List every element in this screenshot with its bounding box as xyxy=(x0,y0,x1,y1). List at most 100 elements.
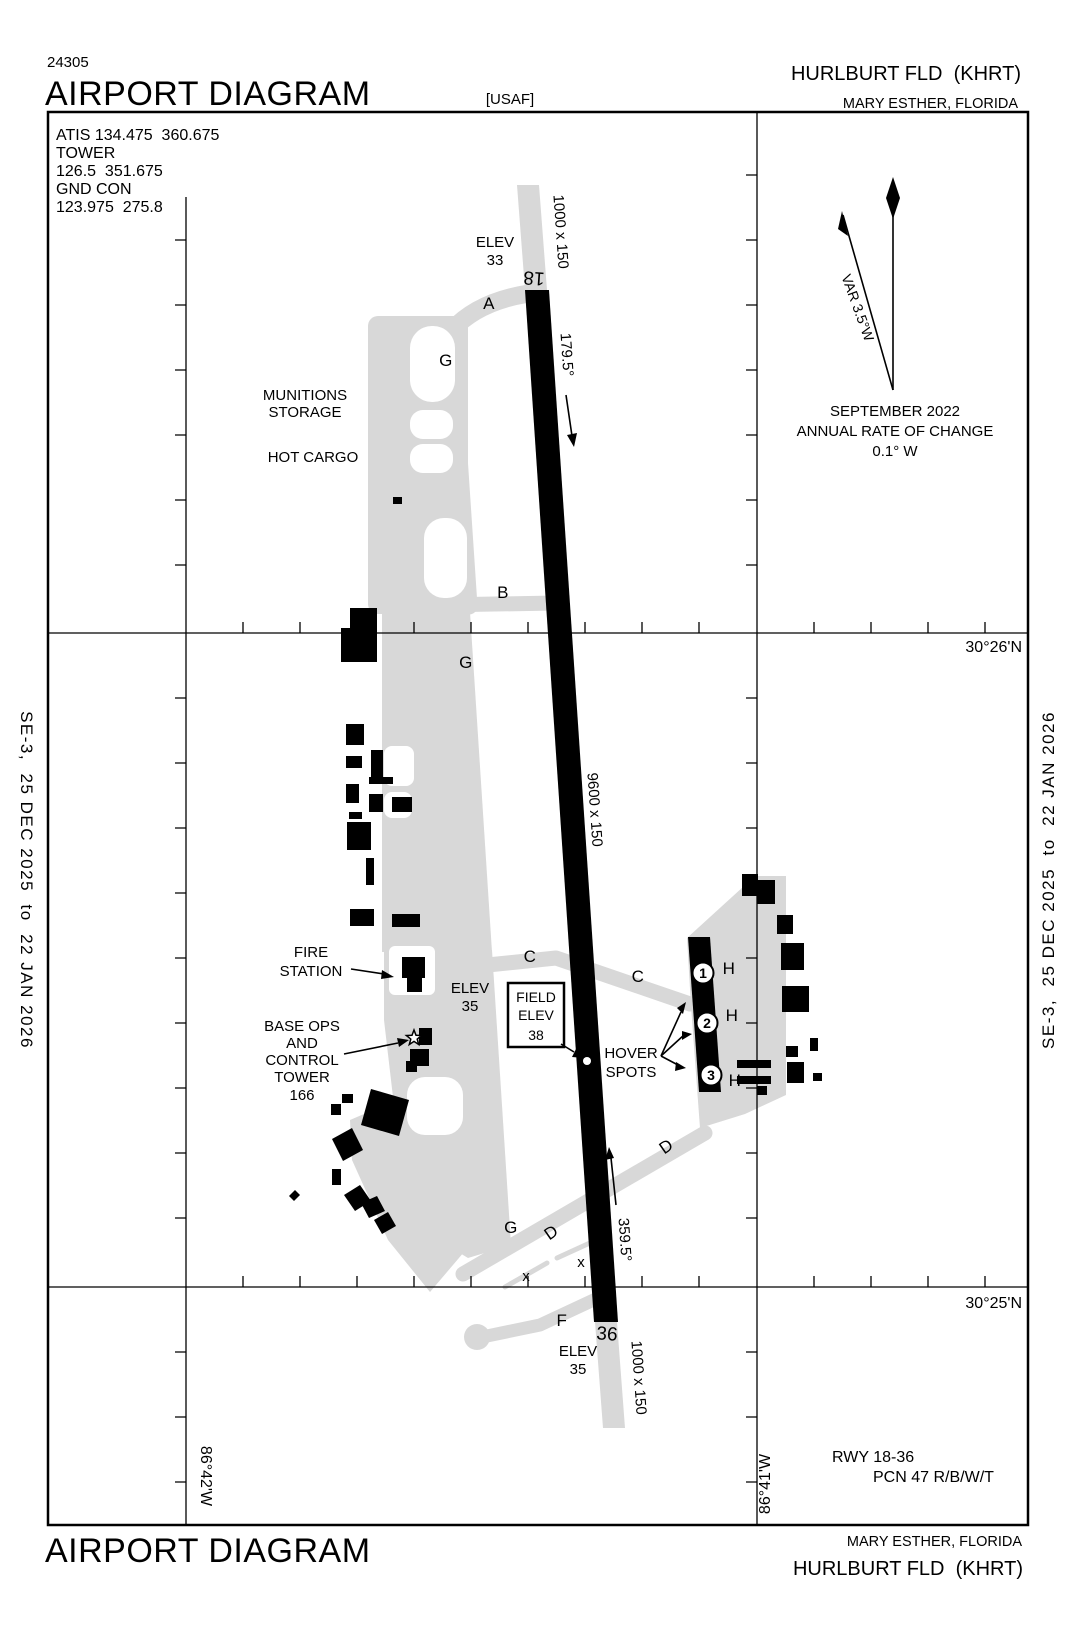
runway-end-18: 18 xyxy=(523,266,546,288)
munitions-label-line1: MUNITIONS xyxy=(263,387,347,404)
meridian-ticks-right xyxy=(746,174,757,1483)
hover-arrowhead-1 xyxy=(677,1002,686,1014)
taxiway-g-label-2: G xyxy=(459,653,473,672)
page-title-top: AIRPORT DIAGRAM xyxy=(45,75,371,113)
taxiway-g-label-3: G xyxy=(504,1218,518,1237)
hover-spot-2-circle xyxy=(695,1011,719,1035)
mid-apron-notch-1 xyxy=(384,746,414,786)
munitions-loop-3 xyxy=(410,444,453,473)
variation-label: VAR 3.5°W xyxy=(838,272,877,344)
elev-36-value: 35 xyxy=(570,1361,587,1378)
munitions-loop-2 xyxy=(410,410,453,439)
hover-spot-2-number: 2 xyxy=(703,1015,711,1031)
tower-label: TOWER xyxy=(56,145,115,162)
hover-arrow-1 xyxy=(660,1011,682,1057)
taxiway-c-label-1: C xyxy=(524,947,537,966)
munitions-loop-4 xyxy=(424,518,467,598)
airport-city-top: MARY ESTHER, FLORIDA xyxy=(843,96,1018,112)
airport-name-top: HURLBURT FLD (KHRT) xyxy=(791,63,1021,85)
overrun-north-size: 1000 x 150 xyxy=(549,194,571,269)
taxiway-b-path xyxy=(374,595,564,614)
hover-spots-line2: SPOTS xyxy=(606,1064,657,1081)
taxiway-a-path xyxy=(443,285,535,339)
heading-18-arrow xyxy=(565,394,573,437)
hover-spot-3-number: 3 xyxy=(707,1067,715,1083)
fire-station-arrow xyxy=(350,968,385,975)
baseops-line1: BASE OPS xyxy=(264,1018,340,1035)
hover-arrowhead-2 xyxy=(682,1031,692,1040)
magnetic-north-arrowhead xyxy=(838,211,848,236)
runway-info-line1: RWY 18-36 xyxy=(832,1449,914,1466)
hover-h-label-2: H xyxy=(726,1006,739,1025)
baseops-arrowhead xyxy=(397,1038,409,1047)
runway-18-36 xyxy=(525,290,618,1322)
closed-stub-1 xyxy=(502,1260,550,1290)
meridian-ticks-left xyxy=(175,239,186,1483)
field-elev-arrow xyxy=(560,1043,575,1053)
field-elev-arrowhead xyxy=(572,1049,584,1058)
hover-spot-1-circle xyxy=(691,961,715,985)
runway-info-line2: PCN 47 R/B/W/T xyxy=(873,1469,994,1486)
baseops-line4: TOWER xyxy=(274,1069,330,1086)
heading-36-arrow xyxy=(610,1157,617,1206)
munitions-label-line2: STORAGE xyxy=(268,404,341,421)
latitude-label-top: 30°26'N xyxy=(965,639,1022,656)
baseops-line2: AND xyxy=(286,1035,318,1052)
airport-name-bottom: HURLBURT FLD (KHRT) xyxy=(793,1558,1023,1580)
latitude-label-bottom: 30°25'N xyxy=(965,1295,1022,1312)
hot-cargo-label: HOT CARGO xyxy=(268,449,359,466)
baseops-notch xyxy=(407,1077,463,1135)
closed-taxiway-mark-2: x xyxy=(577,1254,585,1271)
hover-spot-1-number: 1 xyxy=(699,965,707,981)
elev-18-label: ELEV xyxy=(476,234,514,251)
airport-city-bottom: MARY ESTHER, FLORIDA xyxy=(847,1534,1022,1550)
taxiway-d-path xyxy=(455,1125,713,1282)
runway-end-36: 36 xyxy=(596,1323,619,1345)
runway-heading-18: 179.5° xyxy=(556,332,576,377)
ground-freq: 123.975 275.8 xyxy=(56,199,163,216)
magvar-rate-label: ANNUAL RATE OF CHANGE xyxy=(797,423,994,440)
pavement-areas xyxy=(350,185,786,1428)
mid-apron xyxy=(382,612,492,952)
field-elev-line2: ELEV xyxy=(518,1007,554,1023)
longitude-label-left: 86°42'W xyxy=(197,1446,214,1507)
hover-spots-line1: HOVER xyxy=(604,1045,658,1062)
munitions-loop-1 xyxy=(410,326,455,402)
taxiway-f-label: F xyxy=(557,1311,568,1330)
text-layer: 24305 AIRPORT DIAGRAM [USAF] HURLBURT FL… xyxy=(17,54,1058,1580)
field-elev-point xyxy=(583,1057,591,1065)
baseops-line3: CONTROL xyxy=(265,1052,338,1069)
baseops-line5: 166 xyxy=(289,1087,314,1104)
closed-stub-2 xyxy=(554,1239,595,1261)
atis-freq: ATIS 134.475 360.675 xyxy=(56,127,219,144)
fire-station-line2: STATION xyxy=(280,963,343,980)
symbols xyxy=(343,177,900,1206)
field-elev-line3: 38 xyxy=(528,1027,544,1043)
overrun-north xyxy=(517,185,547,290)
overrun-south xyxy=(595,1322,625,1428)
hover-h-label-3: H xyxy=(729,1071,742,1090)
page-title-bottom: AIRPORT DIAGRAM xyxy=(45,1532,371,1570)
hover-spot-3-circle xyxy=(699,1063,723,1087)
longitude-label-right: 86°41'W xyxy=(757,1453,774,1514)
org-label: [USAF] xyxy=(486,91,534,108)
field-elev-box xyxy=(506,981,566,1049)
elev-18-value: 33 xyxy=(487,252,504,269)
magvar-date: SEPTEMBER 2022 xyxy=(830,403,960,420)
hover-arrow-3 xyxy=(660,1055,679,1066)
ground-label: GND CON xyxy=(56,181,132,198)
baseops-apron-arm xyxy=(350,1090,470,1292)
closed-taxiway-mark-1: x xyxy=(522,1268,530,1285)
magvar-rate-value: 0.1° W xyxy=(872,443,918,460)
baseops-arrow xyxy=(343,1042,399,1055)
taxiway-c-label-2: C xyxy=(632,967,645,986)
latitude-ticks-bottom xyxy=(242,1276,986,1287)
taxiway-b-label: B xyxy=(497,583,509,602)
true-north-arrowhead xyxy=(886,177,900,219)
field-elev-line1: FIELD xyxy=(516,989,556,1005)
hover-arrowhead-3 xyxy=(675,1062,686,1071)
map-border xyxy=(46,110,1030,1527)
fire-station-arrowhead xyxy=(381,970,394,979)
edition-note-left: SE-3, 25 DEC 2025 to 22 JAN 2026 xyxy=(17,711,36,1049)
